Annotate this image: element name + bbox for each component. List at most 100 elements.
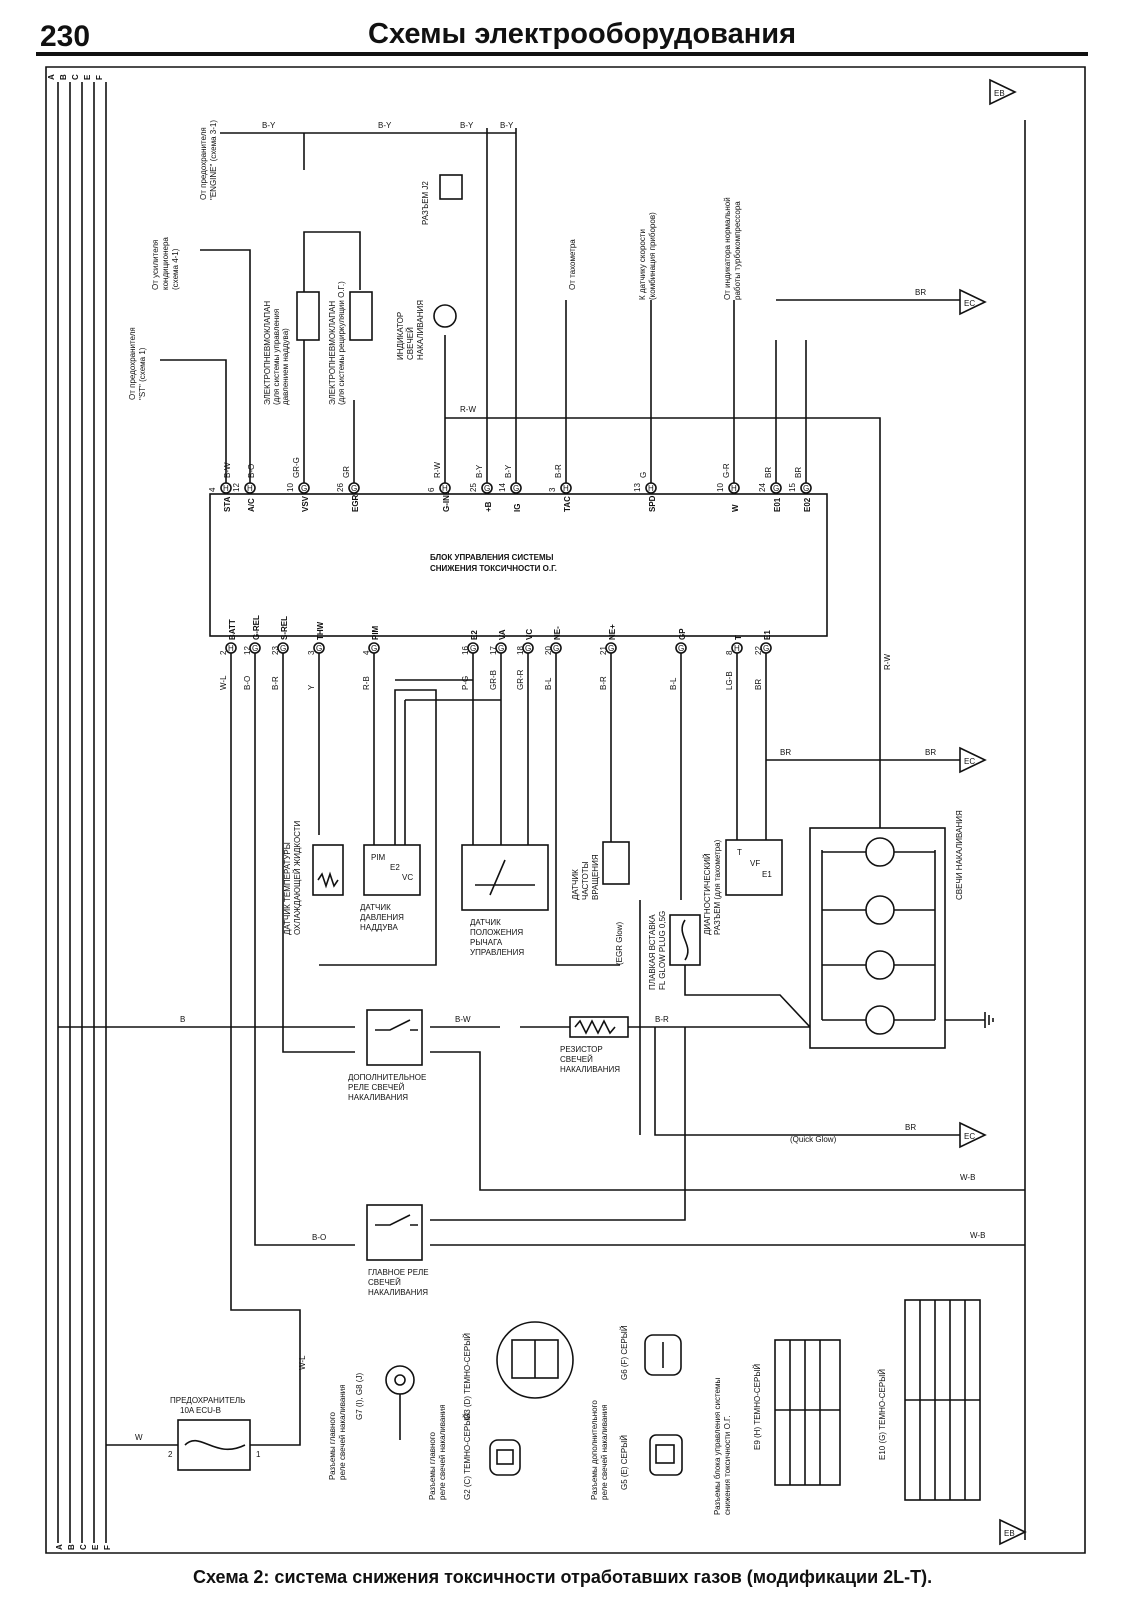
svg-text:FL GLOW PLUG 0,5G: FL GLOW PLUG 0,5G — [658, 911, 667, 990]
egr-glow-label: (EGR Glow) — [615, 922, 624, 965]
ecu-top-pin-numbers: 4 12 10 26 6 25 14 3 13 10 24 15 — [208, 483, 797, 492]
wire-gind: R-W — [433, 462, 442, 478]
svg-text:17: 17 — [489, 646, 498, 655]
pin-ig: IG — [513, 504, 522, 512]
wire-label-wb-1: W-B — [960, 1173, 975, 1182]
lever-sensor-label: ДАТЧИК ПОЛОЖЕНИЯ РЫЧАГА УПРАВЛЕНИЯ — [470, 918, 524, 957]
main-relay — [366, 1204, 423, 1261]
svg-text:ПОЛОЖЕНИЯ: ПОЛОЖЕНИЯ — [470, 928, 523, 937]
svg-text:12: 12 — [243, 646, 252, 655]
bus-labels-top: A B C E F — [47, 74, 104, 80]
ecu-top-pin-conns: H H G G H G G H H H G G — [220, 482, 812, 494]
svg-text:G7 (I), G8 (J): G7 (I), G8 (J) — [355, 1373, 364, 1420]
pin-thw: THW — [316, 621, 325, 640]
pin-grel: G-REL — [252, 615, 261, 640]
svg-text:снижения токсичности О.Г.: снижения токсичности О.Г. — [723, 1415, 732, 1515]
conn-b-code: G — [484, 484, 490, 493]
svg-text:B-L: B-L — [669, 677, 678, 690]
vsv2-label: ЭЛЕКТРОПНЕВМОКЛАПАН (для системы рецирку… — [328, 281, 346, 405]
pin-num-ac: 12 — [232, 483, 241, 492]
svg-text:ДАТЧИК: ДАТЧИК — [360, 903, 391, 912]
svg-text:(комбинация приборов): (комбинация приборов) — [648, 212, 657, 300]
fuse-wire-in: W — [135, 1433, 143, 1442]
pin-va: VA — [498, 629, 507, 640]
svg-text:B-L: B-L — [544, 677, 553, 690]
pin-e2: E2 — [470, 630, 479, 640]
conn-gind-code: H — [442, 484, 448, 493]
main-relay-label: ГЛАВНОЕ РЕЛЕ СВЕЧЕЙ НАКАЛИВАНИЯ — [368, 1268, 429, 1297]
wire-sta: B-W — [223, 462, 232, 478]
svg-text:К датчику скорости: К датчику скорости — [638, 229, 647, 300]
svg-text:ДАВЛЕНИЯ: ДАВЛЕНИЯ — [360, 913, 404, 922]
pin-num-e01: 24 — [758, 483, 767, 492]
ecu-top-wires — [160, 128, 960, 1000]
j2-body — [439, 174, 463, 200]
conn-egr-code: G — [351, 484, 357, 493]
svg-text:ИНДИКАТОР: ИНДИКАТОР — [396, 312, 405, 360]
bus-label-c: C — [71, 74, 80, 80]
connector-g5 — [649, 1434, 683, 1476]
svg-text:Разъемы главного: Разъемы главного — [328, 1411, 337, 1480]
wire-ig: B-Y — [504, 464, 513, 478]
svg-text:20: 20 — [544, 646, 553, 655]
pin-num-egr: 26 — [336, 483, 345, 492]
page-number: 230 — [40, 20, 91, 53]
svg-text:EB: EB — [1004, 1529, 1015, 1538]
wire-e01: BR — [764, 467, 773, 478]
pin-num-spd: 13 — [633, 483, 642, 492]
svg-text:G2 (C) ТЕМНО-СЕРЫЙ: G2 (C) ТЕМНО-СЕРЫЙ — [463, 1413, 472, 1500]
lever-sensor — [461, 844, 549, 911]
wire-label-br-3: BR — [780, 748, 791, 757]
pin-num-vsv: 10 — [286, 483, 295, 492]
svg-text:От предохранителя: От предохранителя — [199, 127, 208, 200]
diag-pin-vf: VF — [750, 859, 760, 868]
svg-text:реле свечей накаливания: реле свечей накаливания — [600, 1404, 609, 1500]
glow-plugs-label: СВЕЧИ НАКАЛИВАНИЯ — [955, 810, 964, 900]
svg-text:GR-R: GR-R — [516, 669, 525, 690]
vsv1-label: ЭЛЕКТРОПНЕВМОКЛАПАН (для системы управле… — [263, 301, 290, 405]
pin-srel: S-REL — [280, 616, 289, 640]
wire-label-by-1: B-Y — [262, 121, 276, 130]
svg-text:НАДДУВА: НАДДУВА — [360, 923, 398, 932]
ecu-bottom-wires — [230, 653, 960, 1375]
bus-label-e: E — [83, 74, 92, 80]
glow-resistor — [569, 1016, 629, 1038]
pin-vc: VC — [525, 629, 534, 640]
wire-spd: G — [639, 472, 648, 478]
bus-labels-bottom: A B C E F — [55, 1544, 112, 1550]
bus-label-f: F — [95, 75, 104, 80]
svg-text:G: G — [763, 644, 769, 653]
svg-text:(схема 4-1): (схема 4-1) — [171, 248, 180, 290]
svg-text:работы турбокомпрессора: работы турбокомпрессора — [733, 201, 742, 300]
pin-num-sta: 4 — [208, 487, 217, 492]
ecu-bottom-pin-names: BATT G-REL S-REL THW PIM E2 VA VC NE- NE… — [228, 615, 772, 640]
wire-label-br: B-R — [655, 1015, 669, 1024]
vsv2-body — [349, 291, 373, 341]
ecu-top-wire-labels: B-W B-O GR-G GR R-W B-Y B-Y B-R G G-R BR… — [223, 457, 803, 478]
svg-text:Разъемы главного: Разъемы главного — [428, 1431, 437, 1500]
svg-text:EC: EC — [964, 299, 975, 308]
svg-text:кондиционера: кондиционера — [161, 237, 170, 290]
conn-ac-code: H — [247, 484, 253, 493]
wire-label-bw: B-W — [455, 1015, 471, 1024]
svg-text:G: G — [553, 644, 559, 653]
wire-label-br-1: BR — [915, 288, 926, 297]
svg-text:РЫЧАГА: РЫЧАГА — [470, 938, 503, 947]
svg-text:4: 4 — [362, 650, 371, 655]
pin-num-w: 10 — [716, 483, 725, 492]
fuse-label-1: ПРЕДОХРАНИТЕЛЬ — [170, 1396, 245, 1405]
svg-text:B-R: B-R — [599, 676, 608, 690]
source-ac-amp: От усилителя кондиционера (схема 4-1) — [151, 237, 180, 290]
frame — [45, 66, 1086, 1554]
svg-text:G: G — [678, 644, 684, 653]
svg-text:G: G — [470, 644, 476, 653]
svg-text:СВЕЧЕЙ: СВЕЧЕЙ — [368, 1278, 401, 1287]
svg-text:(для системы управления: (для системы управления — [272, 309, 281, 405]
ecu-bottom-wire-labels: W-L B-O B-R Y R-B P-G GR-B GR-R B-L B-R … — [219, 669, 763, 690]
pin-t: T — [734, 635, 743, 640]
connector-g5g6-labels: Разъемы дополнительного реле свечей нака… — [590, 1325, 629, 1500]
coolant-sensor-label: ДАТЧИК ТЕМПЕРАТУРЫ ОХЛАЖДАЮЩЕЙ ЖИДКОСТИ — [283, 820, 302, 935]
conn-e01-code: G — [773, 484, 779, 493]
svg-text:СВЕЧЕЙ: СВЕЧЕЙ — [406, 327, 415, 360]
